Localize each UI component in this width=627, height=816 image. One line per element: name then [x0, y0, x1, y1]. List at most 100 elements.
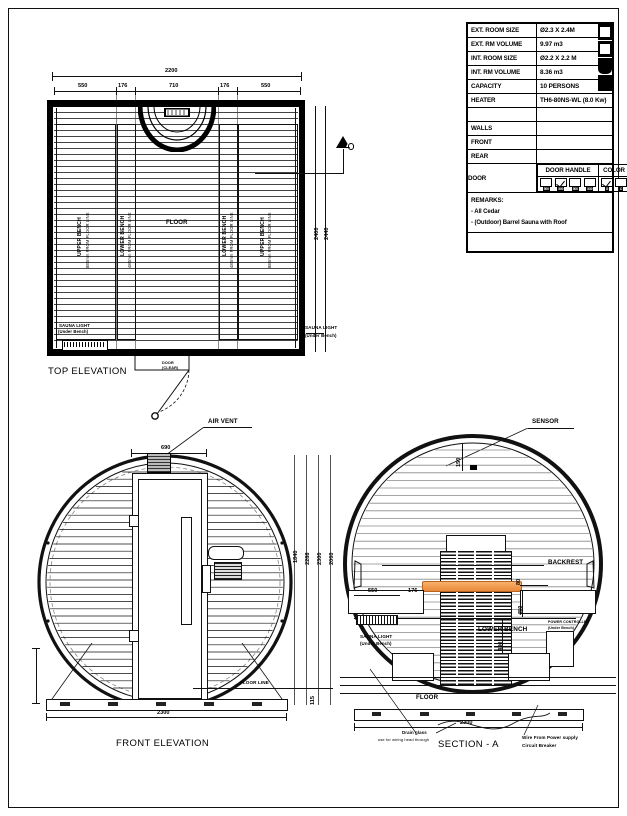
wall-slat: [54, 238, 298, 239]
checkbox-icon[interactable]: [540, 178, 553, 187]
section-a-view: SENSOR 150: [330, 405, 620, 805]
wall-slat: [54, 268, 298, 269]
wall-slat: [54, 172, 298, 173]
spec-row: WALLS: [467, 121, 613, 136]
bench-note-upper-left: 880mm FROM FLOOR LINE: [85, 212, 90, 268]
checkbox-checked-icon[interactable]: [601, 178, 613, 187]
spec-row-label: INT. RM VOLUME: [467, 65, 537, 80]
wall-slat: [54, 274, 298, 275]
dim-sensor: 150: [456, 457, 462, 467]
spec-row: REAR: [467, 149, 613, 164]
sheet-border: [8, 8, 619, 808]
section-light-label: SAUNA LIGHT: [360, 634, 393, 639]
lower-bench-left: [392, 653, 434, 681]
wall-slat: [54, 310, 298, 311]
wall-slat: [54, 256, 298, 257]
checkbox-checked-icon[interactable]: [554, 178, 567, 187]
wall-slat: [54, 130, 298, 131]
spec-row-label: EXT. RM VOLUME: [467, 37, 537, 52]
wall-slat: [54, 178, 298, 179]
wall-slat: [54, 160, 298, 161]
wall-slat: [54, 286, 298, 287]
door-option[interactable]: 530: [583, 178, 597, 191]
door-option[interactable]: C: [614, 178, 627, 191]
vent-plate: [214, 562, 242, 580]
section-a-title: SECTION - A: [438, 739, 499, 750]
controller-label: POWER CONTROLLER: [548, 620, 590, 624]
bench-frame-upper-right: [238, 124, 298, 340]
controller-box: [546, 631, 574, 667]
wall-slat: [54, 214, 298, 215]
drain-note-line2: use for wiring head through: [378, 737, 430, 742]
wall-slat: [54, 244, 298, 245]
bench-frame-lower-right: [219, 124, 238, 340]
spec-row-value: [536, 121, 613, 136]
bench-label-upper-left: UPPER BENCH: [77, 217, 83, 256]
wall-slat: [54, 334, 298, 335]
dim-section-550: 550: [368, 588, 378, 594]
brand-plate: [208, 546, 244, 560]
door-option-code: 530: [586, 187, 594, 191]
door-row-label: DOOR: [467, 163, 537, 193]
door-option[interactable]: G: [600, 178, 614, 191]
door-options: DOOR HANDLECOLORTYPE500500500530GCSTDGLA…: [536, 163, 627, 193]
spec-row: FRONT: [467, 135, 613, 150]
upper-bench-left: [348, 590, 424, 614]
bench-frame-upper-left: [56, 124, 116, 340]
door-hinge-top: [129, 515, 139, 527]
dim-base-width: 2300: [157, 710, 170, 716]
dim-seg-5: 550: [261, 83, 271, 89]
wall-slat: [54, 232, 298, 233]
remarks-item: - All Cedar: [471, 208, 500, 215]
wall-slat: [54, 220, 298, 221]
power-note-line1: Wire From Power supply: [522, 735, 579, 740]
wall-slat: [54, 190, 298, 191]
bench-note-lower-left: 480mm FROM FLOOR LINE: [127, 212, 132, 268]
air-vent-box: [147, 453, 171, 473]
wall-slat: [54, 124, 298, 125]
lower-bench-right: [508, 653, 550, 681]
door-glass: [181, 517, 192, 625]
drain-note-line1: Drain glass: [402, 730, 427, 735]
checkbox-icon[interactable]: [569, 178, 582, 187]
door-option[interactable]: 500: [539, 178, 553, 191]
bench-label-lower-left: LOWER BENCH: [120, 215, 126, 256]
door-note-line1: DOOR: [162, 361, 174, 365]
remarks-title: REMARKS:: [471, 197, 504, 204]
dim-base-height: 115: [310, 695, 316, 705]
backrest-left: [352, 560, 382, 590]
door-swing: [127, 354, 225, 422]
heater-arc: [137, 105, 217, 153]
spec-row-value: [536, 135, 613, 150]
base-feet: [46, 699, 286, 709]
checkbox-icon[interactable]: [583, 178, 596, 187]
top-elevation-view: 2200 550 176 710 176 550: [22, 28, 355, 420]
base-plinth: [46, 699, 288, 711]
door-option[interactable]: 500: [568, 178, 582, 191]
spec-row: [467, 107, 613, 122]
wall-slat: [54, 292, 298, 293]
floor-label-top: FLOOR: [166, 220, 188, 226]
backrest-label: BACKREST: [548, 559, 584, 566]
upper-bench-slab: [422, 581, 522, 592]
dim-seg-2: 176: [118, 83, 128, 89]
sauna-light-right-note: (Under Bench): [305, 333, 337, 338]
wall-slat: [54, 328, 298, 329]
door-option[interactable]: 500: [554, 178, 568, 191]
floor-line-label: FLOOR LINE: [240, 680, 269, 685]
spec-row-label: INT. ROOM SIZE: [467, 51, 537, 66]
front-elevation-view: AIR VENT 690: [18, 405, 338, 805]
spec-row-label: REAR: [467, 149, 537, 164]
backrest-right: [566, 560, 596, 590]
air-vent-label: AIR VENT: [208, 418, 238, 425]
dim-seg-4: 176: [220, 83, 230, 89]
door-option-code: 500: [542, 187, 550, 191]
checkbox-icon[interactable]: [615, 178, 627, 187]
